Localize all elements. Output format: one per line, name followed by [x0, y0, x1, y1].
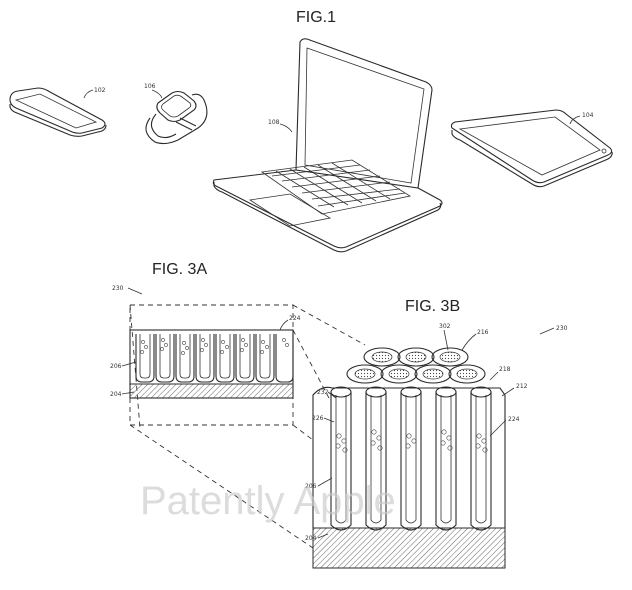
laptop-device [212, 38, 443, 253]
ref-206a: 206 [110, 363, 122, 370]
ref-230a: 230 [112, 285, 124, 292]
leader-230a [127, 287, 143, 295]
leader-212 [501, 387, 515, 397]
ref-104: 104 [582, 112, 594, 119]
ref-224a: 224 [289, 315, 301, 322]
tablet-device [450, 109, 613, 188]
watermark-text: Patently Apple [140, 479, 396, 523]
leader-226 [323, 417, 335, 423]
leader-224a [279, 319, 289, 331]
ref-232: 232 [317, 389, 329, 396]
leader-216 [461, 333, 477, 351]
leader-206a [121, 361, 137, 367]
ref-218: 218 [499, 366, 511, 373]
fig3b-nanotube-array [312, 347, 506, 569]
leader-218 [489, 371, 499, 381]
leader-224b [489, 419, 507, 437]
leader-230b [539, 327, 555, 335]
ref-102: 102 [94, 87, 106, 94]
leader-102 [83, 89, 94, 99]
ref-230b: 230 [556, 325, 568, 332]
ref-204b: 204 [305, 535, 317, 542]
ref-206b: 206 [305, 483, 317, 490]
ref-224b: 224 [508, 416, 520, 423]
ref-226: 226 [312, 415, 324, 422]
leader-204a [121, 391, 135, 395]
ref-212: 212 [516, 383, 528, 390]
fig3a-cross-section [129, 304, 294, 426]
fig1-title: FIG.1 [296, 9, 336, 26]
ref-216: 216 [477, 329, 489, 336]
ref-108: 108 [268, 119, 280, 126]
phone-device [9, 87, 107, 137]
leader-206b [317, 477, 333, 487]
leader-232 [327, 391, 337, 399]
fig3b-title: FIG. 3B [405, 298, 460, 315]
leader-302 [443, 329, 449, 351]
leader-106 [151, 89, 163, 99]
ref-204a: 204 [110, 391, 122, 398]
projection-lines [129, 304, 366, 549]
leader-204b [317, 533, 329, 539]
ref-302: 302 [439, 323, 451, 330]
ref-106: 106 [144, 83, 156, 90]
leader-104 [569, 115, 581, 125]
leader-108 [279, 123, 293, 133]
watch-device [145, 90, 208, 145]
fig3a-title: FIG. 3A [152, 261, 207, 278]
